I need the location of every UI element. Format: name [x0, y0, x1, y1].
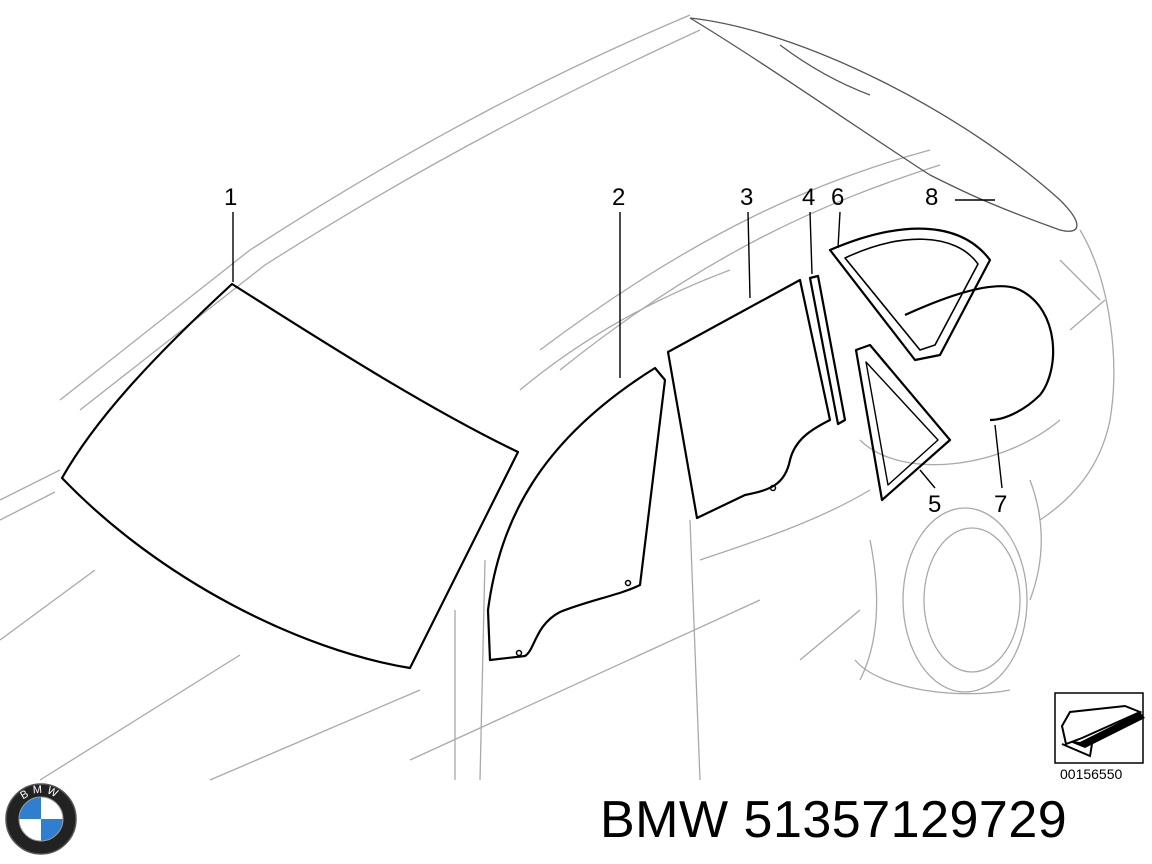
callout-7: 7 [994, 491, 1007, 518]
rear-door-glass [666, 278, 832, 520]
footer-brand: BMW [600, 791, 729, 849]
callout-5: 5 [928, 491, 941, 518]
vehicle-body-outline [0, 14, 1115, 781]
windshield [60, 282, 520, 670]
callout-4: 4 [802, 184, 815, 211]
rear-door-glass-hole [769, 484, 777, 492]
quarter-glass-seal [865, 361, 939, 486]
callout-6: 6 [831, 184, 844, 211]
callout-2: 2 [612, 184, 625, 211]
callout-8: 8 [925, 184, 938, 211]
front-door-glass-hole [624, 579, 632, 587]
window-moulding [904, 285, 1055, 422]
bmw-logo-icon: BMW [5, 783, 77, 855]
roof-spoiler [689, 17, 1078, 232]
quarter-glass [854, 343, 952, 502]
rear-side-window-frame [828, 227, 992, 362]
rear-side-window-frame-inner [844, 238, 979, 351]
leader-lines [232, 199, 1003, 489]
callout-3: 3 [740, 184, 753, 211]
view-direction-arrow-icon [1054, 692, 1145, 764]
callout-1: 1 [224, 184, 237, 211]
front-door-glass-hole [515, 649, 523, 657]
footer-part-label: BMW 51357129729 [600, 790, 1067, 850]
footer-part-number: 51357129729 [743, 791, 1068, 849]
diagram-code: 00156550 [1060, 766, 1123, 782]
rear-door-fixed-glass [808, 274, 847, 426]
front-door-glass [486, 366, 667, 662]
